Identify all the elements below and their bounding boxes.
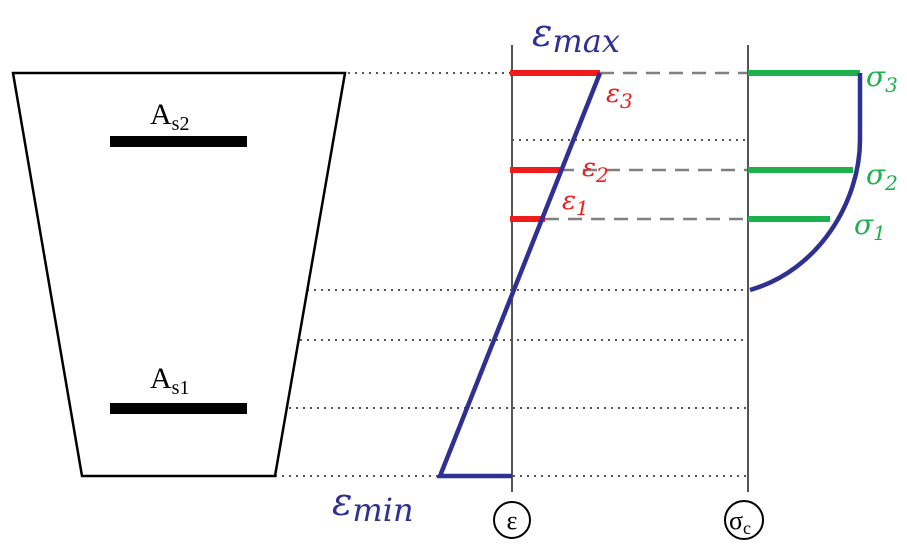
stress-curve: [749, 73, 863, 293]
epsilon-2-label: ε2: [582, 153, 609, 187]
stress-marks: [748, 70, 860, 222]
strain-axis-symbol: ε: [493, 501, 531, 539]
strain-profile: [436, 72, 603, 479]
bottom-rebar: [110, 403, 247, 414]
strain-axis-label: ε: [507, 506, 518, 535]
epsilon-1-label: ε1: [562, 186, 589, 220]
concrete-section: [11, 71, 347, 478]
bottom-rebar-label: As1: [150, 362, 189, 399]
strain-marks: [510, 70, 600, 222]
epsilon-min-label: εmin: [332, 480, 414, 529]
stress-axis-circle: [724, 500, 764, 540]
dashed-projections: [545, 71, 748, 221]
stress-axis-symbol: σc: [724, 500, 764, 540]
top-rebar-label: As2: [150, 98, 189, 135]
stress-axis-label: σc: [729, 506, 751, 538]
dotted-guides: [55, 72, 748, 477]
top-rebar: [110, 136, 247, 147]
epsilon-max-label: εmax: [532, 11, 620, 60]
sigma-1-label: σ1: [854, 208, 886, 245]
sigma-2-label: σ2: [866, 158, 898, 195]
strain-axis-circle: [493, 501, 531, 539]
epsilon-3-label: ε3: [606, 79, 633, 113]
sigma-3-label: σ3: [866, 60, 898, 97]
